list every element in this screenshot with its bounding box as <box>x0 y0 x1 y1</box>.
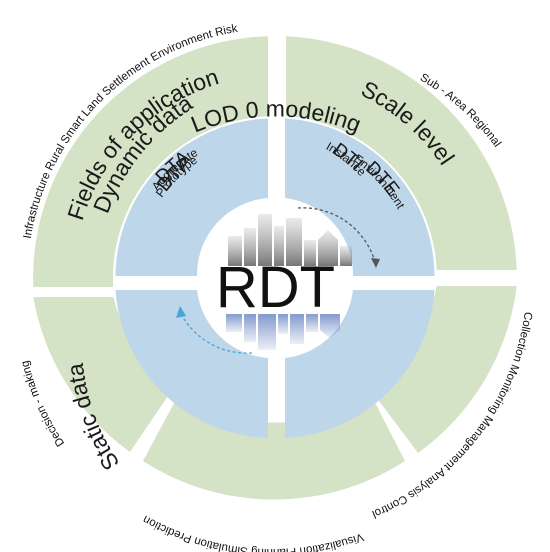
center-title: RDT <box>216 255 335 320</box>
segment-fields-of-application <box>33 36 268 288</box>
city-skyline-icon <box>226 214 352 350</box>
segment-dte <box>115 290 268 438</box>
segment-static-data <box>33 297 174 452</box>
cycle-arrow-icon-reverse <box>176 306 253 354</box>
segment-dynamic-data <box>370 286 517 453</box>
cycle-arrow-icon <box>297 207 380 268</box>
segment-dti <box>285 118 435 276</box>
segment-dtp <box>115 118 268 276</box>
segment-scale-level <box>286 36 517 271</box>
segment-dta <box>285 290 435 438</box>
lod-items-label: Visualization Planning Simulation Predic… <box>141 513 365 552</box>
